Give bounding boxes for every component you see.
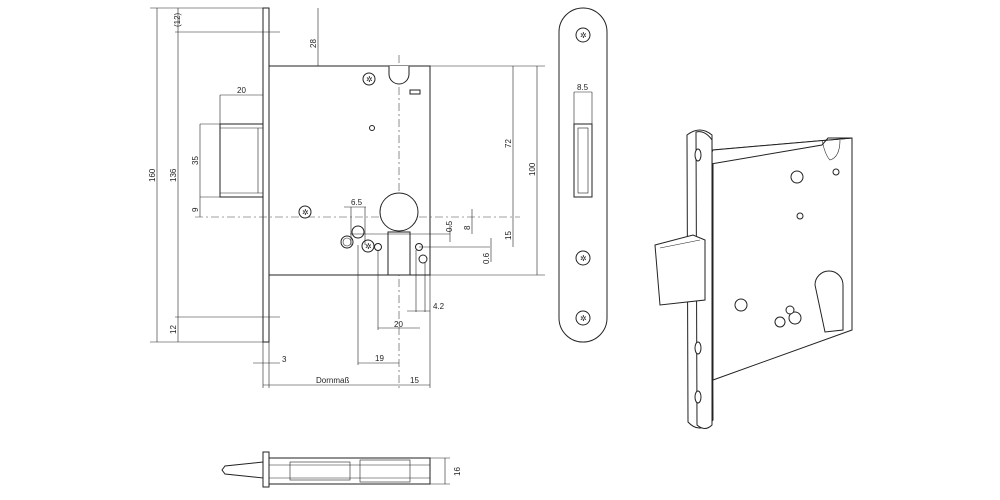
cylinder-hole <box>379 192 419 232</box>
dim-16: 16 <box>453 467 462 476</box>
dim-15: 15 <box>504 231 513 240</box>
slot <box>388 66 410 85</box>
svg-text:✲: ✲ <box>580 254 587 263</box>
dim-35: 35 <box>191 156 200 165</box>
svg-text:✲: ✲ <box>302 208 309 217</box>
faceplate <box>262 7 270 343</box>
dim-28: 28 <box>309 39 318 48</box>
latch-bolt <box>219 123 264 198</box>
dim-12: 12 <box>169 325 178 334</box>
svg-text:✲: ✲ <box>365 242 372 251</box>
dim-0-5: 0.5 <box>445 220 454 232</box>
dimension-lines <box>150 7 545 388</box>
dim-160: 160 <box>148 168 157 182</box>
screw-icon <box>298 205 312 219</box>
dim-dornmass: Dornmaß <box>316 376 349 385</box>
dim-8: 8 <box>463 225 472 230</box>
screw-icon <box>362 72 376 86</box>
dim-20-latch: 20 <box>237 86 246 95</box>
dim-4-2: 4.2 <box>433 302 445 311</box>
dim-100: 100 <box>528 162 537 176</box>
svg-text:✲: ✲ <box>580 314 587 323</box>
dim-8-5: 8.5 <box>577 83 589 92</box>
dim-9: 9 <box>191 207 200 212</box>
dim-6-5: 6.5 <box>351 198 363 207</box>
dim-72: 72 <box>504 139 513 148</box>
dim-19: 19 <box>375 354 384 363</box>
dim-20: 20 <box>394 320 403 329</box>
dim-136: 136 <box>169 168 178 182</box>
svg-text:✲: ✲ <box>580 31 587 40</box>
dim-0-6: 0.6 <box>482 252 491 264</box>
front-view: ✲ ✲ ✲ (12) 2 <box>148 7 545 390</box>
dim-3: 3 <box>282 355 287 364</box>
dim-top-offset: (12) <box>173 12 182 27</box>
dim-15-rear: 15 <box>410 376 419 385</box>
isometric-view <box>654 129 853 429</box>
strike-plate-view: ✲ ✲ ✲ 8.5 <box>558 7 608 343</box>
svg-text:✲: ✲ <box>366 75 373 84</box>
bottom-view: 16 <box>221 451 462 488</box>
